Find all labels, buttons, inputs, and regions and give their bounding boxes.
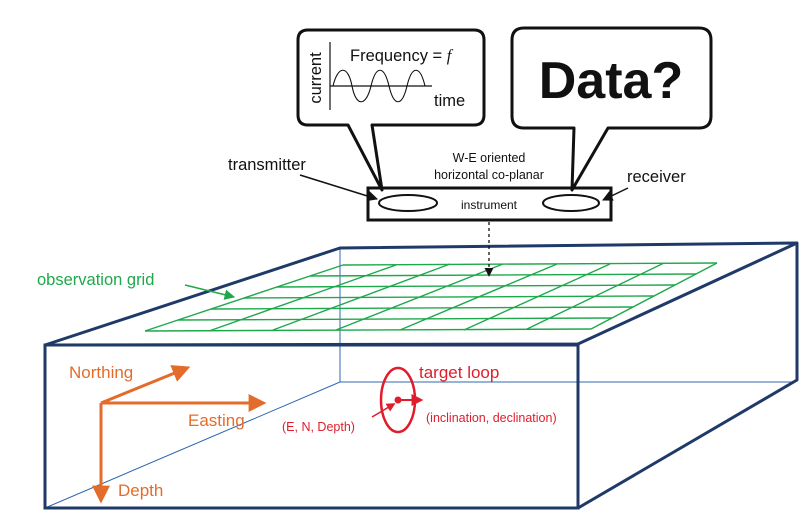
transmitter-arrow — [299, 174, 379, 202]
observation-grid-label: observation grid — [37, 271, 154, 289]
receiver-arrow — [602, 187, 629, 201]
target-position-label: (E, N, Depth) — [282, 420, 355, 434]
instrument-label: instrument — [461, 198, 518, 212]
box-right-face — [577, 243, 799, 510]
grid-line — [309, 273, 697, 277]
box-hidden-edge-depth — [44, 381, 341, 509]
instrument: instrument — [366, 186, 613, 222]
grid-line — [243, 295, 655, 299]
grid-line — [399, 263, 558, 331]
grid-line — [335, 263, 504, 331]
target-position-arrow — [371, 403, 396, 418]
target-loop-label: target loop — [419, 363, 499, 382]
grid-line — [342, 262, 718, 266]
depth-label: Depth — [118, 481, 163, 500]
transmitter-label: transmitter — [228, 156, 306, 174]
grid-line — [526, 262, 665, 330]
target-orientation-label: (inclination, declination) — [426, 411, 557, 425]
target-loop: target loop (E, N, Depth) (inclination, … — [282, 363, 557, 434]
signal-frequency-text: Frequency = — [350, 47, 447, 65]
observation-grid — [144, 262, 718, 332]
receiver-data-bubble: Data? — [510, 26, 713, 192]
earth-block — [43, 241, 799, 510]
signal-sine-wave — [332, 69, 426, 103]
easting-label: Easting — [188, 411, 245, 430]
instrument-box — [366, 186, 613, 222]
signal-frequency-label: Frequency = f — [350, 46, 454, 65]
northing-axis — [100, 365, 191, 405]
grid-line — [144, 264, 344, 332]
grid-line — [210, 306, 634, 310]
receiver-label: receiver — [627, 168, 686, 186]
observation-grid-arrow — [184, 284, 236, 300]
coordinate-axes: Northing Easting Depth — [69, 363, 267, 504]
receiver-coil — [542, 194, 600, 212]
signal-y-axis-label: current — [307, 52, 325, 104]
receiver-bubble-outline — [510, 26, 713, 192]
grid-line — [463, 263, 611, 331]
grid-line — [208, 264, 397, 332]
transmitter-signal-bubble: current Frequency = f time — [296, 28, 486, 192]
receiver-data-text: Data? — [539, 52, 683, 110]
orientation-label-line2: horizontal co-planar — [434, 168, 544, 182]
box-front-face — [43, 343, 580, 510]
grid-line — [177, 317, 613, 321]
grid-line — [590, 262, 718, 330]
signal-x-axis-label: time — [434, 92, 465, 110]
orientation-label-line1: W-E oriented — [453, 151, 526, 165]
transmitter-coil — [378, 194, 438, 212]
grid-line — [272, 263, 451, 331]
signal-frequency-symbol: f — [447, 46, 454, 65]
grid-line — [144, 328, 592, 332]
grid-line — [276, 284, 676, 288]
northing-label: Northing — [69, 363, 133, 382]
